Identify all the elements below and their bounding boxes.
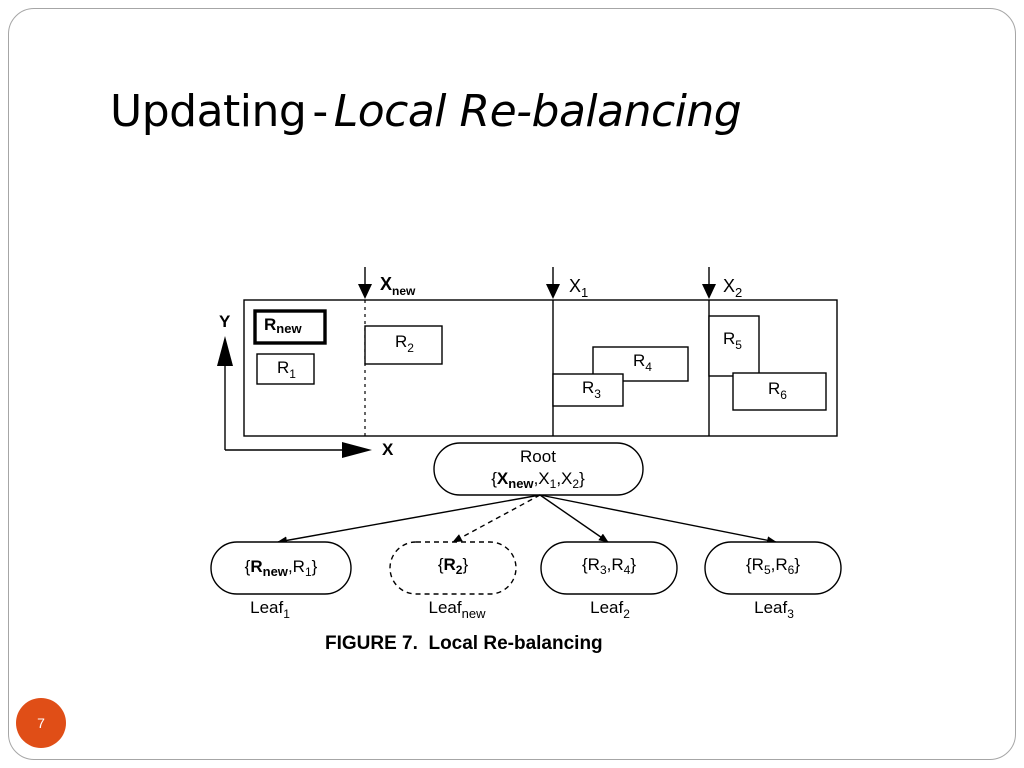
edge-root-leaf3 <box>539 494 777 545</box>
title-separator: - <box>312 86 328 137</box>
rect-r2 <box>364 325 443 365</box>
leaf-new-content: {R2} <box>438 555 469 577</box>
leaf-node-new <box>389 541 517 595</box>
leaf-1-label: Leaf1 <box>250 598 290 621</box>
split-label-xnew: Xnew <box>380 274 416 298</box>
leaf-node-2 <box>540 541 678 595</box>
space-boundary <box>243 299 838 437</box>
rect-r1 <box>256 353 315 385</box>
edge-root-leaf1 <box>277 494 541 545</box>
rect-r2-label: R2 <box>395 332 414 355</box>
split-arrowhead-xnew <box>358 284 372 299</box>
rect-rnew-label: Rnew <box>264 315 302 336</box>
title-main: Updating <box>110 86 307 137</box>
leaf-new-label: Leafnew <box>429 598 487 621</box>
rect-r1-label: R1 <box>277 358 296 381</box>
rect-r3 <box>552 373 624 407</box>
slide-frame <box>8 8 1016 760</box>
figure-caption: FIGURE 7. Local Re-balancing <box>325 633 603 654</box>
split-label-x1: X1 <box>569 276 588 300</box>
leaf-node-1 <box>210 541 352 595</box>
slide-title: Updating-Local Re-balancing <box>110 86 742 137</box>
rect-rnew <box>253 309 327 345</box>
page-number: 7 <box>37 715 45 731</box>
leaf-2-label: Leaf2 <box>590 598 630 621</box>
split-arrowhead-x1 <box>546 284 560 299</box>
rect-r6-label: R6 <box>768 379 787 402</box>
rect-r6 <box>732 372 827 411</box>
leaf-3-label: Leaf3 <box>754 598 794 621</box>
y-axis-arrow <box>217 336 233 366</box>
root-label: Root <box>520 447 556 466</box>
edge-root-leaf2 <box>539 494 609 543</box>
rect-r5 <box>708 315 760 377</box>
y-axis-label: Y <box>219 312 231 331</box>
edge-root-leafnew <box>452 494 541 543</box>
leaf-1-content: {Rnew,R1} <box>245 557 318 579</box>
leaf-node-3 <box>704 541 842 595</box>
rect-r4-label: R4 <box>633 351 652 374</box>
split-arrowhead-x2 <box>702 284 716 299</box>
rect-r5-label: R5 <box>723 329 742 352</box>
rect-r3-label: R3 <box>582 378 601 401</box>
split-label-x2: X2 <box>723 276 742 300</box>
x-axis-label: X <box>382 440 394 459</box>
root-entries: {Xnew,X1,X2} <box>491 469 585 491</box>
leaf-2-content: {R3,R4} <box>582 555 636 577</box>
page-number-badge: 7 <box>16 698 66 748</box>
leaf-3-content: {R5,R6} <box>746 555 800 577</box>
title-italic: Local Re-balancing <box>333 86 742 137</box>
x-axis-arrow <box>342 442 372 458</box>
